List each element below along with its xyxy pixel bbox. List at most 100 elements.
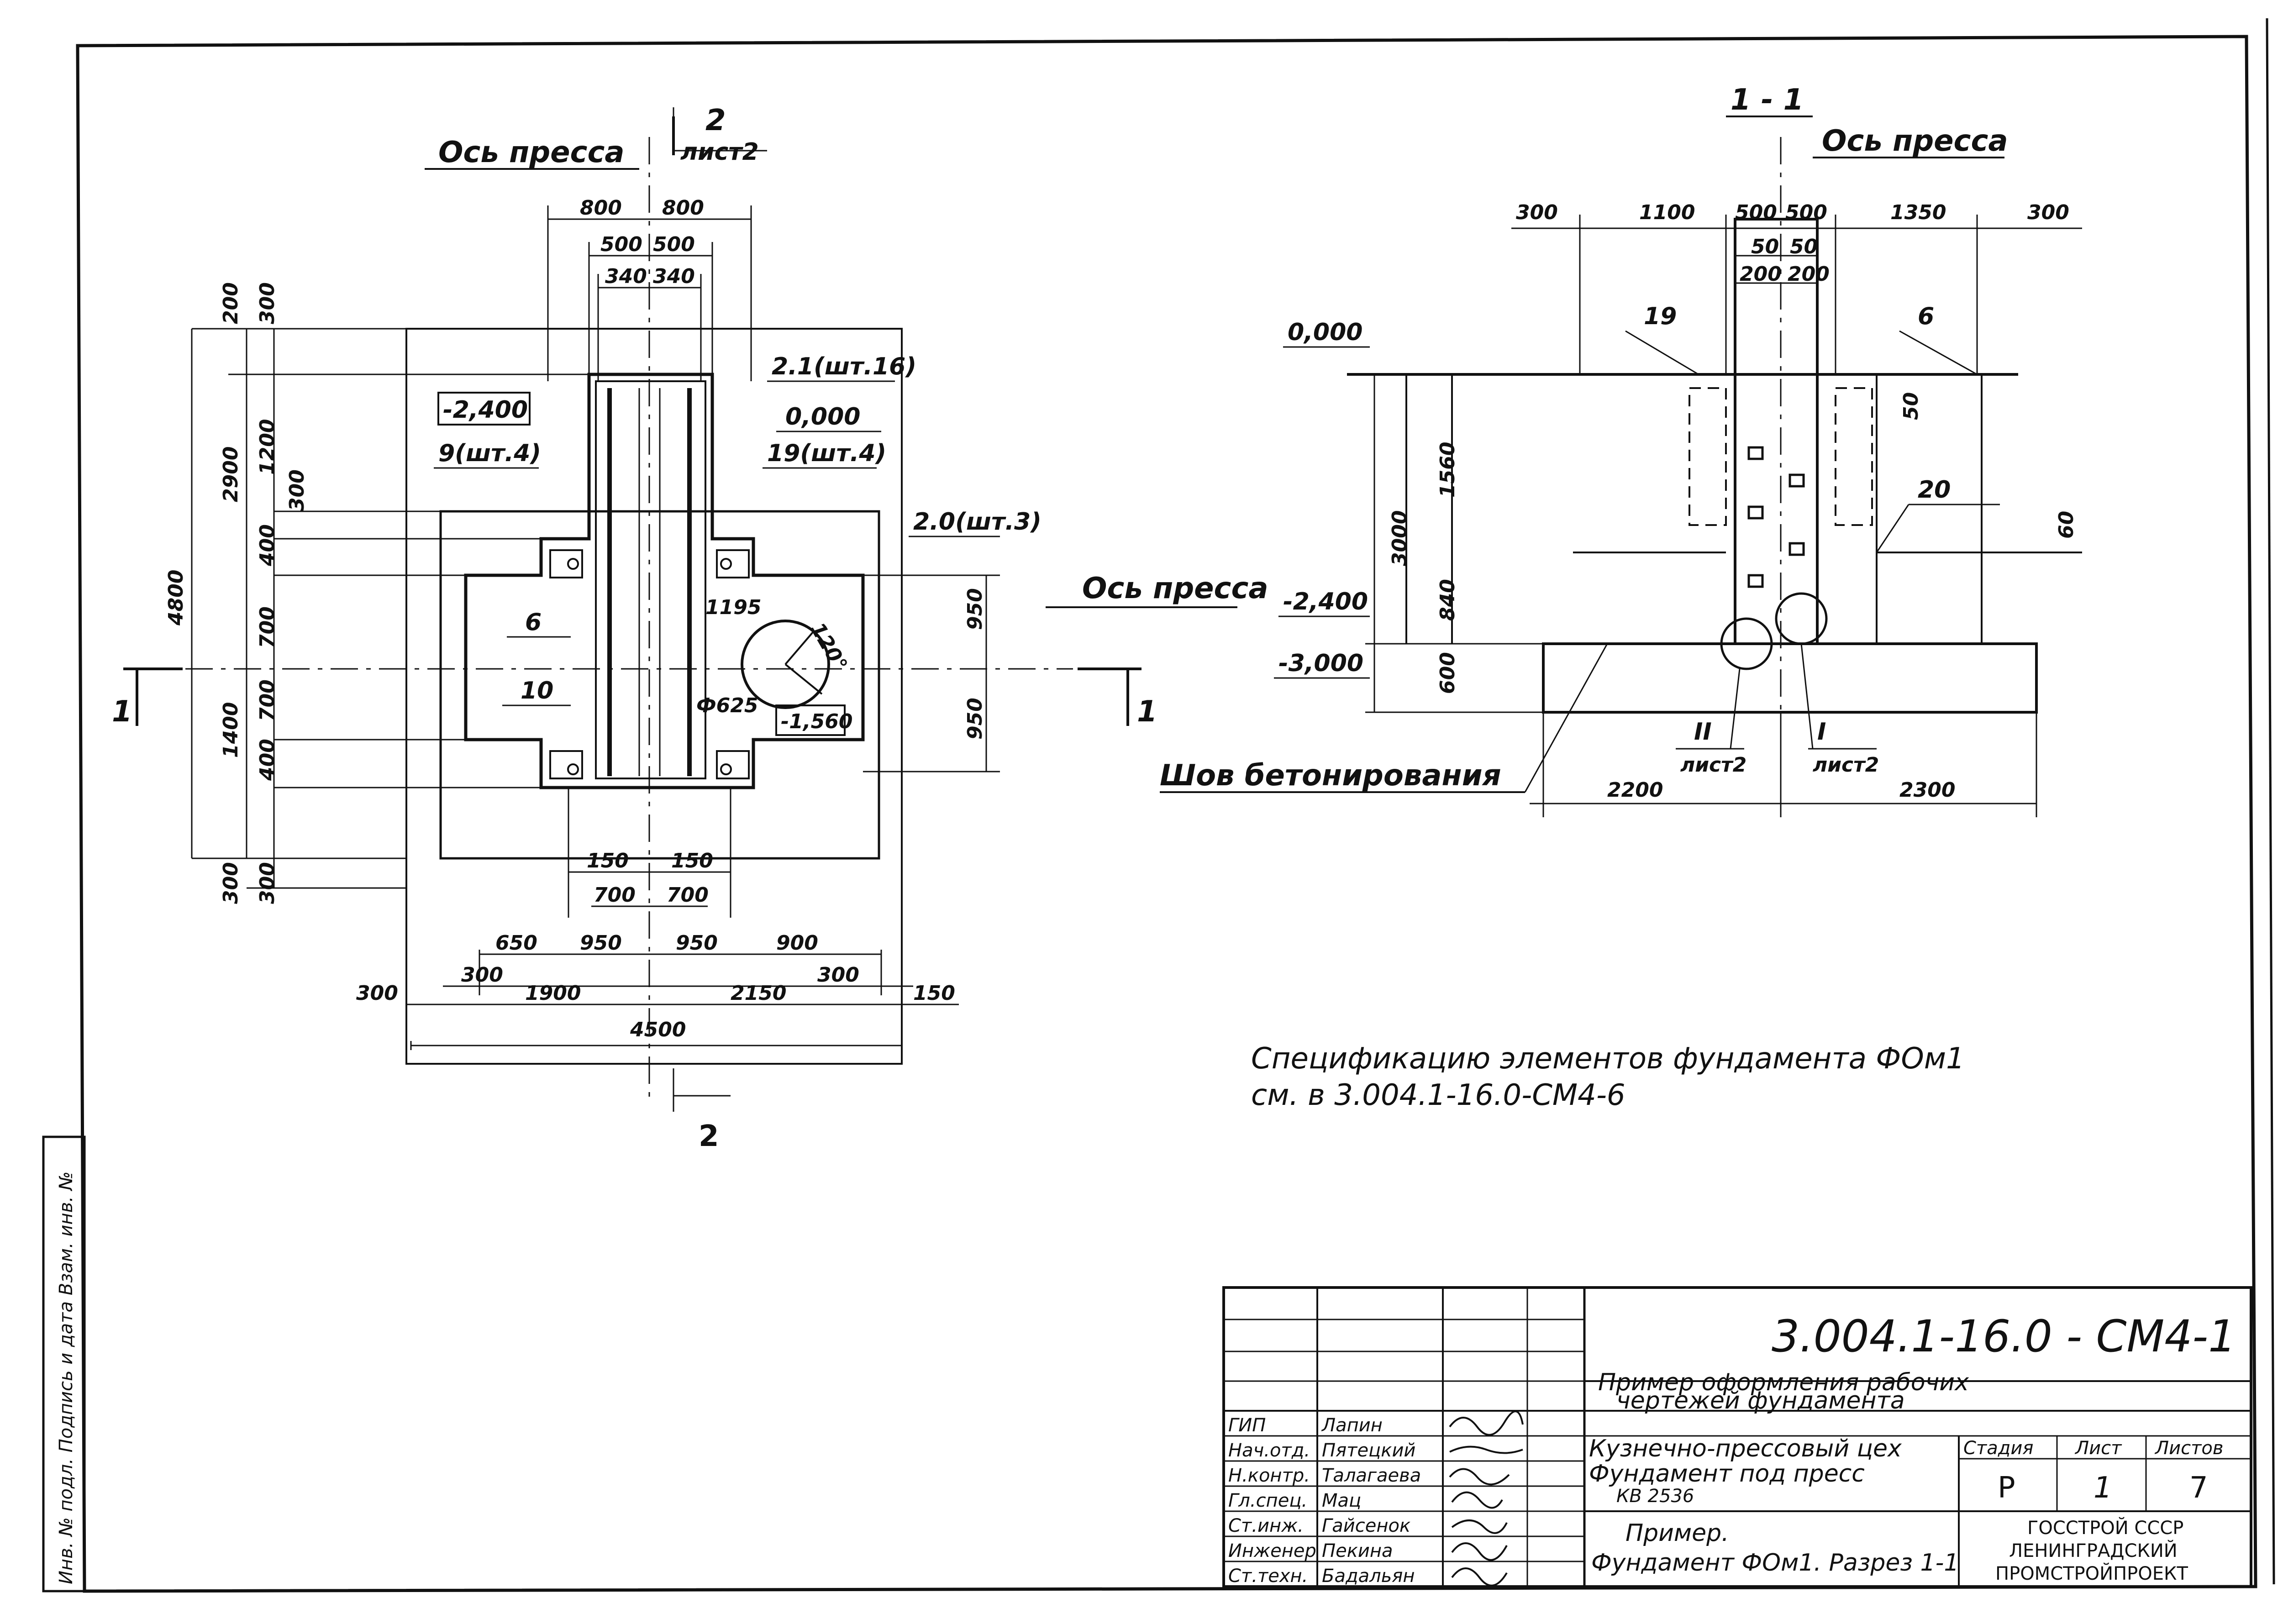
node-2: II	[1694, 718, 1712, 746]
section-dim-200-left: 200	[1740, 263, 1782, 286]
section-press-axis: Ось пресса	[1822, 124, 2008, 158]
dim-left-700-top: 700	[256, 606, 279, 648]
sheet-frame	[76, 18, 2275, 1593]
section-callout-6: 6	[1918, 303, 1934, 330]
section-dimension-lines	[1347, 215, 2082, 817]
plan-dims-top: 800 800 500 500 340 340	[580, 196, 704, 288]
section-dim-300-left: 300	[1516, 201, 1558, 224]
plan-dimension-lines	[191, 107, 1000, 1112]
sheets-value: 7	[2189, 1471, 2208, 1505]
description-line-2: чертежей фундамента	[1616, 1387, 1905, 1414]
dim-left-4800: 4800	[164, 570, 188, 626]
section-dim-1100: 1100	[1639, 201, 1695, 224]
section-dim-1350: 1350	[1890, 201, 1946, 224]
node-1-sheet: лист2	[1813, 753, 1879, 777]
section-dim-500-right: 500	[1785, 201, 1827, 224]
section-level-m3000: -3,000	[1278, 650, 1363, 677]
signatures	[1449, 1410, 1524, 1587]
org-line-3: ПРОМСТРОЙПРОЕКТ	[1995, 1562, 2188, 1584]
org-line-1: ГОССТРОЙ СССР	[2027, 1517, 2183, 1539]
section-dim-2200: 2200	[1607, 778, 1663, 802]
section-vdim-840: 840	[1436, 579, 1459, 621]
dim-bottom-300-inner-left: 300	[461, 963, 503, 987]
dim-top-340-right: 340	[653, 265, 695, 288]
callout-10: 10	[521, 677, 553, 704]
callout-2-0: 2.0(шт.3)	[913, 508, 1042, 536]
section-2-sheet: лист2	[680, 138, 759, 166]
section-mark-1-left	[123, 667, 183, 726]
role-st-inzh: Ст.инж.	[1228, 1515, 1304, 1536]
sheet-title-line-1: Пример.	[1625, 1519, 1729, 1547]
section-vdim-60: 60	[2055, 511, 2078, 539]
callout-9: 9(шт.4)	[438, 440, 541, 467]
dim-bottom-950-left: 950	[580, 931, 622, 955]
dim-bottom-4500: 4500	[630, 1018, 686, 1041]
dim-left-200: 200	[219, 282, 242, 324]
role-gip: ГИП	[1228, 1415, 1266, 1436]
name-gaysenok: Гайсенок	[1322, 1515, 1410, 1536]
dim-left-300-mid: 300	[285, 469, 309, 511]
dim-1195: 1195	[705, 596, 761, 619]
name-mats: Мац	[1322, 1490, 1361, 1511]
object-line-3: КВ 2536	[1616, 1486, 1694, 1507]
dim-bottom-650: 650	[495, 931, 537, 955]
dim-top-800-left: 800	[580, 196, 622, 220]
section-title: 1 - 1	[1731, 83, 1804, 117]
callout-6: 6	[525, 609, 542, 636]
section-vdim-3000: 3000	[1388, 510, 1411, 566]
dim-left-400-top: 400	[256, 524, 279, 567]
sheet-value: 1	[2094, 1471, 2112, 1505]
role-nach-otd: Нач.отд.	[1228, 1440, 1310, 1461]
dim-bottom-700-left: 700	[594, 883, 636, 907]
role-n-kontr: Н.контр.	[1228, 1465, 1310, 1486]
dim-left-300-bottom-a: 300	[219, 862, 242, 904]
dim-bottom-300-outer: 300	[356, 982, 398, 1005]
section-2-number: 2	[705, 104, 726, 137]
section-vdim-50: 50	[1899, 392, 1923, 420]
section-dim-300-right: 300	[2027, 201, 2069, 224]
note-line-2: см. в 3.004.1-16.0-СМ4-6	[1251, 1078, 1625, 1112]
dim-top-500-left: 500	[600, 233, 642, 256]
section-dim-50-left: 50	[1751, 235, 1779, 258]
dim-left-400-bottom: 400	[256, 739, 279, 781]
dim-bottom-2150: 2150	[731, 982, 786, 1005]
dim-top-800-right: 800	[662, 196, 704, 220]
dim-left-1200: 1200	[256, 419, 279, 475]
side-stamp: Инв. № подл. Подпись и дата Взам. инв. №	[42, 1135, 86, 1592]
dim-bottom-150-left: 150	[587, 849, 629, 872]
section-callout-20: 20	[1918, 476, 1951, 504]
dim-bottom-150-outer: 150	[913, 982, 955, 1005]
name-badalyan: Бадальян	[1322, 1566, 1415, 1587]
title-block	[1222, 1286, 2252, 1588]
plan-dims-left: 200 300 1200 2900 300 400 700 4800 700 1…	[164, 282, 309, 904]
dim-right-950-bottom: 950	[963, 698, 987, 740]
dim-bottom-900: 900	[776, 931, 818, 955]
plan-dims-bottom: 150 150 700 700 650 950 950 900 300 1900…	[356, 849, 955, 1041]
section-level-zero: 0,000	[1288, 319, 1362, 346]
plan-view	[137, 137, 1073, 1105]
dim-bottom-700-right: 700	[667, 883, 709, 907]
section-dim-2300: 2300	[1899, 778, 1955, 802]
dim-top-500-right: 500	[653, 233, 695, 256]
press-axis-right-label: Ось пресса	[1082, 572, 1268, 605]
section-mark-1-right	[1078, 667, 1142, 726]
name-talagaeva: Талагаева	[1322, 1465, 1421, 1486]
section-dim-50-right: 50	[1790, 235, 1818, 258]
section-callout-19: 19	[1644, 303, 1677, 330]
dim-bottom-1900: 1900	[525, 982, 581, 1005]
section-dim-200-right: 200	[1788, 263, 1830, 286]
press-axis-label: Ось пресса	[438, 136, 625, 169]
name-lapin: Лапин	[1321, 1415, 1383, 1436]
level-pit: -1,560	[781, 710, 852, 733]
section-level-m2400: -2,400	[1283, 588, 1368, 615]
dim-bottom-300-inner-right: 300	[817, 963, 859, 987]
object-line-2: Фундамент под пресс	[1589, 1460, 1865, 1487]
role-gl-spec: Гл.спец.	[1228, 1490, 1307, 1511]
sheet-header: Лист	[2074, 1438, 2122, 1459]
dim-left-300-bottom-b: 300	[256, 862, 279, 904]
sheet-title-line-2: Фундамент ФОм1. Разрез 1-1	[1591, 1549, 1959, 1577]
section-1-right: 1	[1137, 695, 1157, 729]
section-2-bottom: 2	[699, 1119, 719, 1153]
section-vdim-600: 600	[1436, 652, 1459, 694]
